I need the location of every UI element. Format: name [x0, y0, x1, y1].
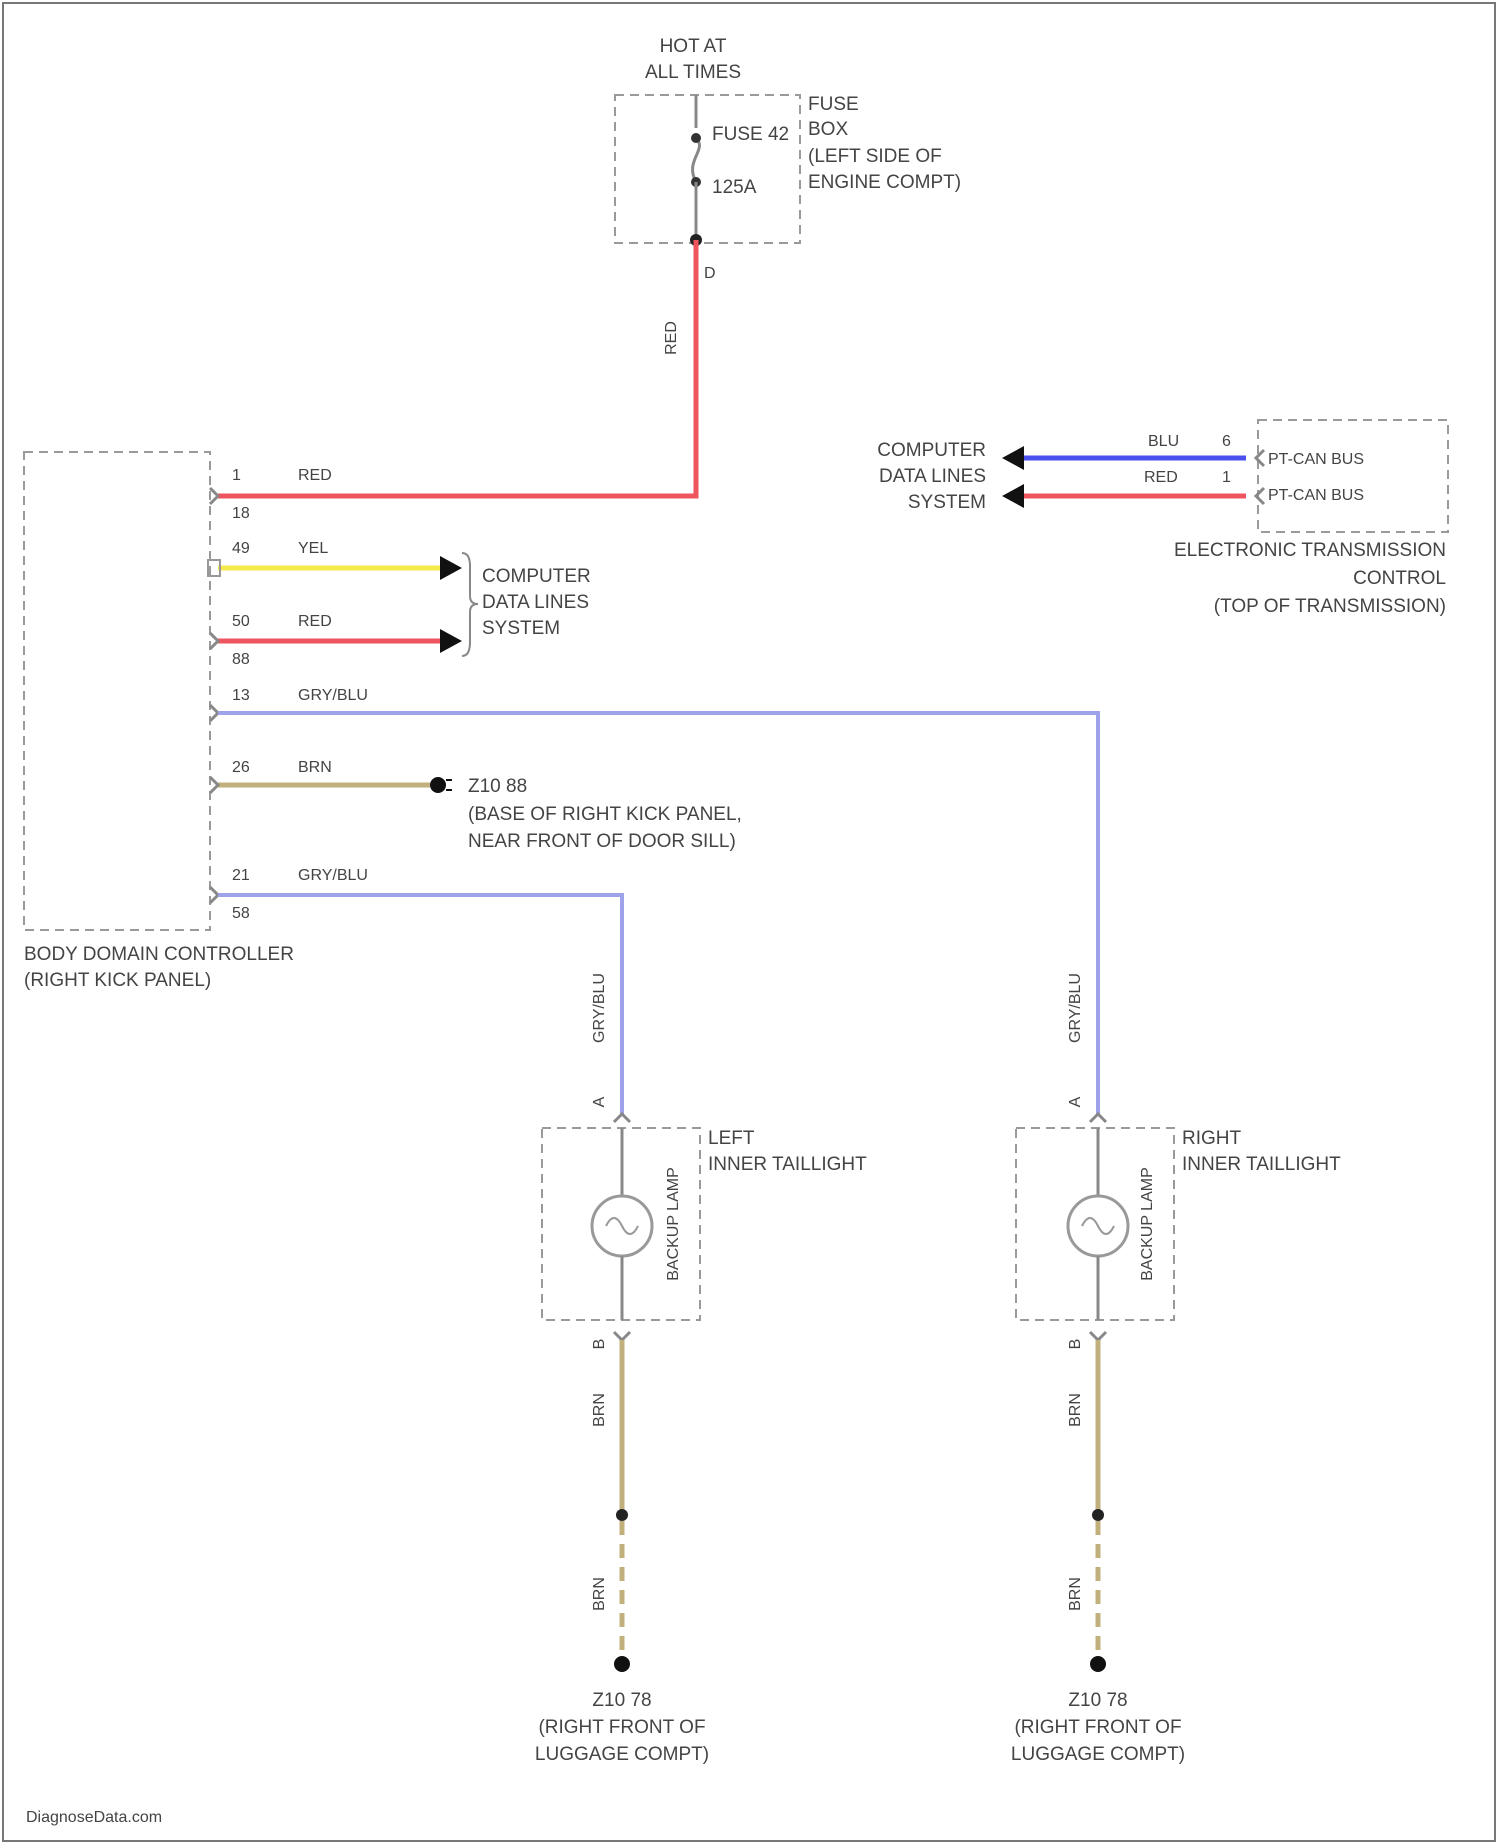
- left-wire-mid-label: BRN: [591, 1393, 608, 1427]
- cdl1-line3: SYSTEM: [482, 618, 560, 639]
- bdc-pin-21: 21: [232, 867, 250, 884]
- arrow-red-etc: [1002, 484, 1024, 508]
- left-ground-line1: (RIGHT FRONT OF: [538, 1717, 705, 1738]
- etc-name-line1: ELECTRONIC TRANSMISSION: [1174, 540, 1446, 561]
- wire-grayblue-pin-21: [218, 895, 622, 1115]
- fuse-box-label-2: BOX: [808, 119, 848, 140]
- bdc-location: (RIGHT KICK PANEL): [24, 970, 211, 991]
- bdc-outline: [24, 452, 210, 930]
- etc-cdl-line3: SYSTEM: [908, 492, 986, 513]
- fuse-box-label-1: FUSE: [808, 94, 859, 115]
- bdc-pin-26-wire: BRN: [298, 759, 332, 776]
- left-ground-line2: LUGGAGE COMPT): [535, 1744, 709, 1765]
- left-wire-low-label: BRN: [591, 1577, 608, 1611]
- etc-name-line3: (TOP OF TRANSMISSION): [1214, 596, 1446, 617]
- electronic-transmission-control: COMPUTER DATA LINES SYSTEM BLU 6 RED 1 P…: [877, 420, 1448, 617]
- right-inner-taillight: GRY/BLU A BACKUP LAMP RIGHT INNER TAILLI…: [1011, 973, 1341, 1765]
- bdc-pin-50-wire: RED: [298, 613, 332, 630]
- right-wire-mid-label: BRN: [1067, 1393, 1084, 1427]
- left-taillight-name-1: LEFT: [708, 1128, 755, 1149]
- left-ground-dot: [614, 1656, 630, 1672]
- cdl-brace: [462, 553, 478, 656]
- left-splice-dot: [616, 1509, 628, 1521]
- right-lamp-label: BACKUP LAMP: [1139, 1167, 1156, 1281]
- bdc-pin-49-wire: YEL: [298, 540, 328, 557]
- etc-bus-2: PT-CAN BUS: [1268, 487, 1364, 504]
- fuse-pin-d: D: [704, 265, 716, 282]
- bdc-pin-1-wire: RED: [298, 467, 332, 484]
- bdc-pin-49: 49: [232, 540, 250, 557]
- fuse-box-label-4: ENGINE COMPT): [808, 172, 961, 193]
- fuse-rating: 125A: [712, 177, 757, 198]
- bdc-pin-50: 50: [232, 613, 250, 630]
- right-pin-b: B: [1067, 1339, 1084, 1350]
- fuse-box: HOT AT ALL TIMES FUSE 42 125A FUSE BOX (…: [615, 36, 961, 355]
- bdc-pin-21-wire: GRY/BLU: [298, 867, 368, 884]
- right-pin-a: A: [1067, 1096, 1084, 1107]
- left-pin-a: A: [591, 1096, 608, 1107]
- right-ground-dot: [1090, 1656, 1106, 1672]
- bdc-name: BODY DOMAIN CONTROLLER: [24, 944, 294, 965]
- hot-at-all-times-label-2: ALL TIMES: [645, 62, 741, 83]
- bdc-pin-21-sub: 58: [232, 905, 250, 922]
- bdc-pin-50-sub: 88: [232, 651, 250, 668]
- ground-z1088-name: Z10 88: [468, 776, 527, 797]
- wire-red-fuse-to-bdc: [218, 240, 696, 496]
- ground-z1088-line1: (BASE OF RIGHT KICK PANEL,: [468, 804, 742, 825]
- etc-bus-1: PT-CAN BUS: [1268, 451, 1364, 468]
- fuse-element: [693, 138, 700, 182]
- left-lamp-label: BACKUP LAMP: [665, 1167, 682, 1281]
- cdl1-line1: COMPUTER: [482, 566, 591, 587]
- etc-wire-red: RED: [1144, 469, 1178, 486]
- cdl1-line2: DATA LINES: [482, 592, 589, 613]
- arrow-red: [440, 629, 462, 653]
- right-ground-line1: (RIGHT FRONT OF: [1014, 1717, 1181, 1738]
- etc-outline: [1258, 420, 1448, 532]
- etc-name-line2: CONTROL: [1353, 568, 1446, 589]
- left-wire-top-label: GRY/BLU: [591, 973, 608, 1043]
- arrow-yellow: [440, 556, 462, 580]
- etc-pin-6: 6: [1222, 433, 1231, 450]
- ground-z1088-line2: NEAR FRONT OF DOOR SILL): [468, 831, 736, 852]
- ground-z1088-dot: [430, 777, 446, 793]
- etc-cdl-line2: DATA LINES: [879, 466, 986, 487]
- etc-pin-1: 1: [1222, 469, 1231, 486]
- fuse-name: FUSE 42: [712, 124, 789, 145]
- bdc-pin-26: 26: [232, 759, 250, 776]
- left-pin-b: B: [591, 1339, 608, 1350]
- right-taillight-name-1: RIGHT: [1182, 1128, 1242, 1149]
- right-wire-top-label: GRY/BLU: [1067, 973, 1084, 1043]
- right-wire-low-label: BRN: [1067, 1577, 1084, 1611]
- right-ground-name: Z10 78: [1068, 1690, 1127, 1711]
- etc-cdl-line1: COMPUTER: [877, 440, 986, 461]
- right-taillight-name-2: INNER TAILLIGHT: [1182, 1154, 1341, 1175]
- wire-grayblue-pin-13: [218, 713, 1098, 1115]
- watermark: DiagnoseData.com: [26, 1809, 162, 1826]
- arrow-blue: [1002, 446, 1024, 470]
- fuse-box-outline: [615, 95, 800, 243]
- bdc-pin-1-sub: 18: [232, 505, 250, 522]
- left-inner-taillight: GRY/BLU A BACKUP LAMP LEFT INNER TAILLIG…: [535, 973, 867, 1765]
- fuse-wire-red-label: RED: [663, 321, 680, 355]
- hot-at-all-times-label-1: HOT AT: [660, 36, 727, 57]
- right-splice-dot: [1092, 1509, 1104, 1521]
- bdc-pin-1: 1: [232, 467, 241, 484]
- bdc-pin-13-wire: GRY/BLU: [298, 687, 368, 704]
- left-taillight-name-2: INNER TAILLIGHT: [708, 1154, 867, 1175]
- left-ground-name: Z10 78: [592, 1690, 651, 1711]
- bdc-pin-13: 13: [232, 687, 250, 704]
- etc-wire-blu: BLU: [1148, 433, 1179, 450]
- right-ground-line2: LUGGAGE COMPT): [1011, 1744, 1185, 1765]
- fuse-box-label-3: (LEFT SIDE OF: [808, 146, 942, 167]
- diagram-frame: [3, 3, 1495, 1841]
- body-domain-controller: BODY DOMAIN CONTROLLER (RIGHT KICK PANEL…: [24, 452, 742, 991]
